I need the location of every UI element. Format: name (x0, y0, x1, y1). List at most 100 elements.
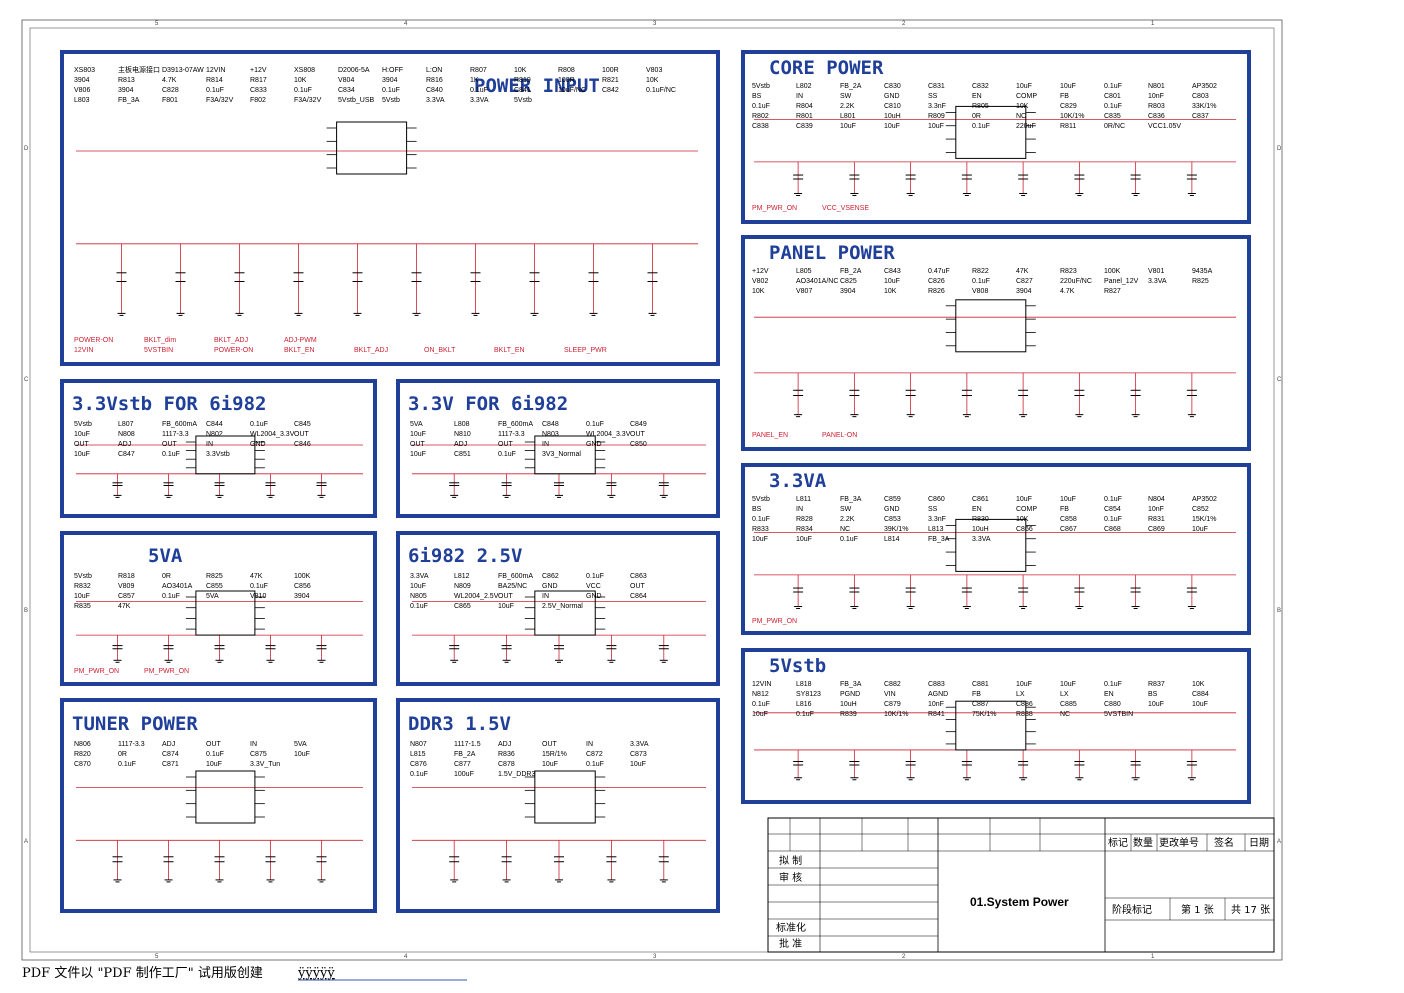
component-label: C874 (162, 751, 179, 758)
component-label: 10uF (74, 431, 90, 438)
component-label: C859 (884, 496, 901, 503)
component-label: R814 (206, 77, 223, 84)
component-label: C844 (206, 421, 223, 428)
component-label: 0.1uF (162, 451, 180, 458)
component-label: C861 (972, 496, 989, 503)
component-label: 10uH (840, 701, 857, 708)
net-label: PM_PWR_ON (74, 668, 119, 675)
component-label: R819 (514, 77, 531, 84)
component-label: OUT (294, 431, 310, 438)
component-label: C869 (1148, 526, 1165, 533)
component-label: 3.3nF (928, 103, 946, 110)
component-label: 10uF (884, 123, 900, 130)
net-label: 5VSTBIN (144, 347, 173, 354)
component-label: L807 (118, 421, 134, 428)
ic-body (534, 435, 596, 475)
component-label: FB_3A (840, 681, 862, 688)
ruler-row-label: A (1277, 839, 1281, 845)
component-label: 10uF (74, 451, 90, 458)
tb-header-mark: 标记 (1108, 837, 1128, 849)
component-label: H:OFF (382, 67, 403, 74)
component-label: L805 (796, 268, 812, 275)
component-label: C881 (972, 681, 989, 688)
net-label: BKLT_ADJ (214, 337, 248, 344)
component-label: C829 (1060, 103, 1077, 110)
tb-row-draft: 拟 制 (779, 854, 802, 867)
component-label: 0.1uF (470, 87, 488, 94)
component-label: 1K (470, 77, 479, 84)
component-label: C830 (884, 83, 901, 90)
component-label: 15K/1% (1192, 516, 1217, 523)
component-label: IN (586, 741, 593, 748)
component-label: 3V3_Normal (542, 451, 581, 458)
component-label: WL2004_2.5V (454, 593, 499, 600)
component-label: 0.1uF (498, 451, 516, 458)
component-label: 10uF (840, 123, 856, 130)
component-label: 10K (1192, 681, 1205, 688)
component-label: 1117-3.3 (498, 431, 525, 438)
component-label: 0.1uF (752, 516, 770, 523)
component-label: 10uF (74, 593, 90, 600)
pdf-footer-link[interactable]: ÿÿÿÿÿ (297, 966, 335, 981)
ruler-row-label: B (1277, 608, 1281, 614)
tb-header-date: 日期 (1249, 837, 1269, 849)
component-label: 47K (1016, 268, 1029, 275)
component-label: FB_600mA (498, 421, 533, 428)
net-label: BKLT_ADJ (354, 347, 388, 354)
component-label: GND (586, 441, 602, 448)
component-label: C834 (338, 87, 355, 94)
component-label: C855 (206, 583, 223, 590)
component-label: V808 (972, 288, 988, 295)
component-label: R833 (752, 526, 769, 533)
section-title: 5Vstb (769, 655, 826, 677)
component-label: C835 (1104, 113, 1121, 120)
component-label: 10uF (796, 536, 812, 543)
component-label: WL2004_3.3V (250, 431, 295, 438)
component-label: V807 (796, 288, 812, 295)
component-label: 5VSTBIN (1104, 711, 1133, 718)
component-label: 0.1uF (1104, 83, 1122, 90)
net-label: PM_PWR_ON (752, 205, 797, 212)
component-label: R836 (498, 751, 515, 758)
component-label: 0.1uF (586, 421, 604, 428)
component-label: L802 (796, 83, 812, 90)
component-label: FB (972, 691, 981, 698)
component-label: 5Vstb (74, 421, 92, 428)
component-label: FB (1060, 93, 1069, 100)
component-label: V809 (118, 583, 134, 590)
component-label: 0.1uF (206, 751, 224, 758)
component-label: C827 (1016, 278, 1033, 285)
component-label: 0.1uF (250, 583, 268, 590)
component-label: 5Vstb (74, 573, 92, 580)
component-label: 0R (972, 113, 981, 120)
sheet-number: 第 1 张 (1181, 903, 1214, 916)
ruler-column-label: 1 (1151, 21, 1155, 27)
component-label: D2006-5A (338, 67, 370, 74)
component-label: C858 (1060, 516, 1077, 523)
component-label: 10uF (294, 751, 310, 758)
component-label: R830 (972, 516, 989, 523)
component-label: 3904 (1016, 288, 1032, 295)
component-label: C840 (426, 87, 443, 94)
component-label: R823 (1060, 268, 1077, 275)
component-label: C885 (1060, 701, 1077, 708)
component-label: N804 (1148, 496, 1165, 503)
component-label: C828 (162, 87, 179, 94)
component-label: 5Vstb_USB (338, 97, 375, 104)
component-label: VCC (586, 583, 601, 590)
component-label: C862 (542, 573, 559, 580)
component-label: IN (206, 441, 213, 448)
component-label: SW (840, 506, 852, 513)
component-label: 5Vstb (382, 97, 400, 104)
component-label: 10K/1% (1060, 113, 1085, 120)
component-label: SS (928, 93, 938, 100)
tb-header-sign: 签名 (1214, 836, 1234, 849)
component-label: 3.3nF (928, 516, 946, 523)
component-label: C833 (250, 87, 267, 94)
component-label: +12V (752, 268, 769, 275)
component-label: C836 (1148, 113, 1165, 120)
component-label: 0.1uF (586, 761, 604, 768)
